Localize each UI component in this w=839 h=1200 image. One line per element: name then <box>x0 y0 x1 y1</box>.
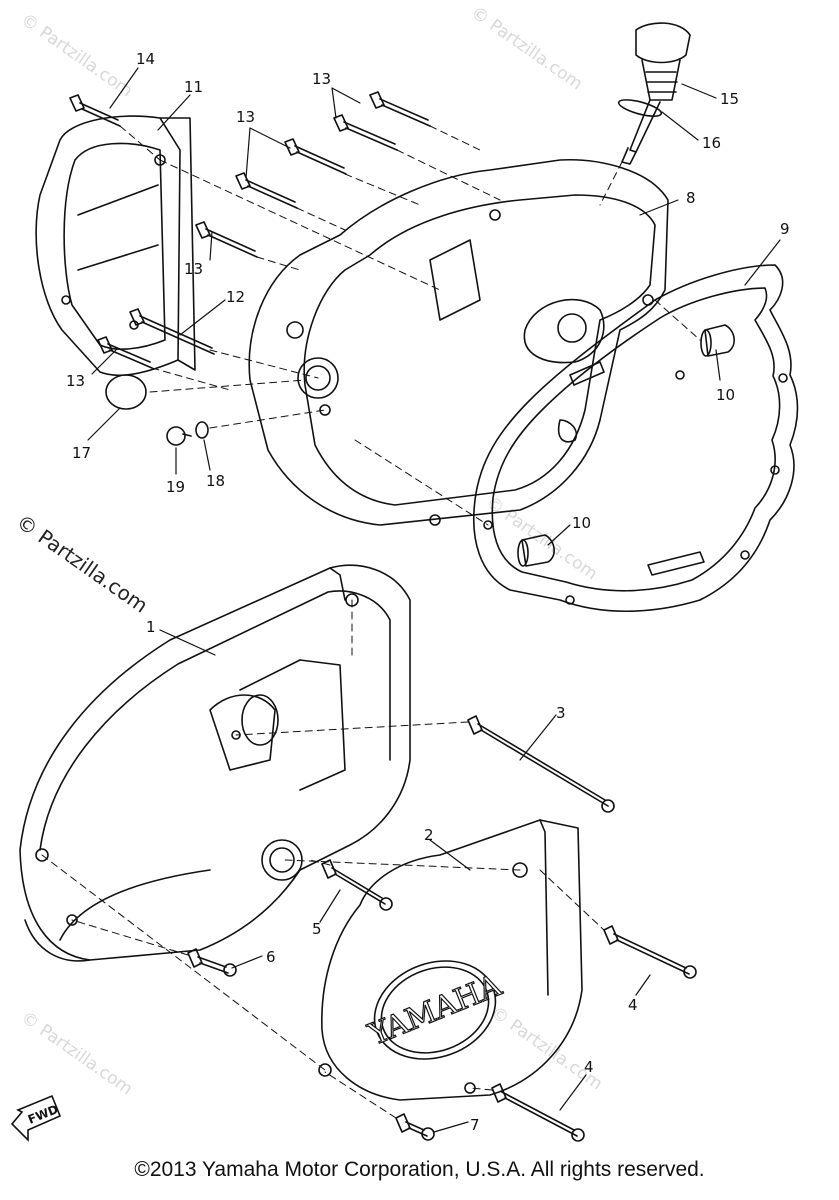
label-14: 14 <box>136 50 155 68</box>
watermark-bottom-right: © Partzilla.com <box>487 1003 606 1095</box>
part-6-bolt <box>187 948 237 977</box>
label-11: 11 <box>184 78 203 96</box>
part-12-bolt <box>129 308 215 355</box>
label-12: 12 <box>226 288 245 306</box>
part-9-gasket <box>472 264 799 612</box>
label-16: 16 <box>702 134 721 152</box>
guide-lines-bottom <box>41 599 605 1119</box>
part-13-bolt-top-right-a <box>369 91 431 127</box>
label-13-top-middle: 13 <box>236 108 255 126</box>
part-4-bolt-upper <box>603 925 697 979</box>
part-13-bolt-mid-a <box>284 138 347 175</box>
watermark-middle-left: © Partzilla.com <box>12 509 152 617</box>
label-4-lower: 4 <box>584 1058 594 1076</box>
part-10-dowel-upper <box>700 324 735 357</box>
copyright-notice: ©2013 Yamaha Motor Corporation, U.S.A. A… <box>134 1158 705 1181</box>
part-13-bolt-mid-b <box>235 172 298 209</box>
watermarks: © Partzilla.com © Partzilla.com © Partzi… <box>12 3 606 1100</box>
part-16-o-ring <box>617 99 663 117</box>
label-6: 6 <box>266 948 276 966</box>
label-10-upper: 10 <box>716 386 735 404</box>
part-13-bolt-mid-c <box>195 221 258 258</box>
label-13-middle: 13 <box>184 260 203 278</box>
part-4-bolt-lower <box>491 1083 585 1142</box>
part-14-bolt <box>69 94 121 127</box>
label-5: 5 <box>312 920 322 938</box>
forward-arrow-icon: FWD <box>10 1094 62 1142</box>
label-3: 3 <box>556 704 566 722</box>
yamaha-logo: YAMAHA <box>363 968 507 1053</box>
guide-lines-top <box>119 125 701 526</box>
part-13-bolt-top-right-b <box>333 114 398 151</box>
part-18-washer <box>195 421 209 439</box>
part-15-oil-filler-plug <box>621 22 691 165</box>
part-10-dowel-lower <box>517 534 555 567</box>
label-10-lower: 10 <box>572 514 591 532</box>
label-4-upper: 4 <box>628 996 638 1014</box>
part-8-crankcase-cover <box>248 158 669 526</box>
label-8: 8 <box>686 189 696 207</box>
part-1-crankcase-cover-large <box>19 564 411 962</box>
label-7: 7 <box>470 1116 480 1134</box>
leader-lines <box>87 67 781 1133</box>
watermark-bottom-left: © Partzilla.com <box>17 1008 136 1100</box>
part-17-cap <box>105 374 147 410</box>
part-19-screw <box>166 426 192 446</box>
part-11-cover <box>35 115 196 377</box>
label-15: 15 <box>720 90 739 108</box>
watermark-top-left: © Partzilla.com <box>17 10 136 102</box>
label-19: 19 <box>166 478 185 496</box>
part-3-long-bolt <box>467 715 615 813</box>
label-18: 18 <box>206 472 225 490</box>
part-labels: 14 11 13 13 13 12 13 15 16 8 9 10 10 17 … <box>66 50 790 1134</box>
label-17: 17 <box>72 444 91 462</box>
watermark-top-center: © Partzilla.com <box>467 3 586 95</box>
label-13-lower-left: 13 <box>66 372 85 390</box>
part-5-bolt <box>321 859 393 911</box>
label-1: 1 <box>146 618 156 636</box>
part-2-cover <box>318 819 583 1101</box>
label-2: 2 <box>424 826 434 844</box>
part-13-bolt-lower-left <box>97 336 153 369</box>
label-13-top-right: 13 <box>312 70 331 88</box>
label-9: 9 <box>780 220 790 238</box>
part-7-bolt <box>395 1113 435 1141</box>
watermark-middle-right: © Partzilla.com <box>482 493 601 585</box>
